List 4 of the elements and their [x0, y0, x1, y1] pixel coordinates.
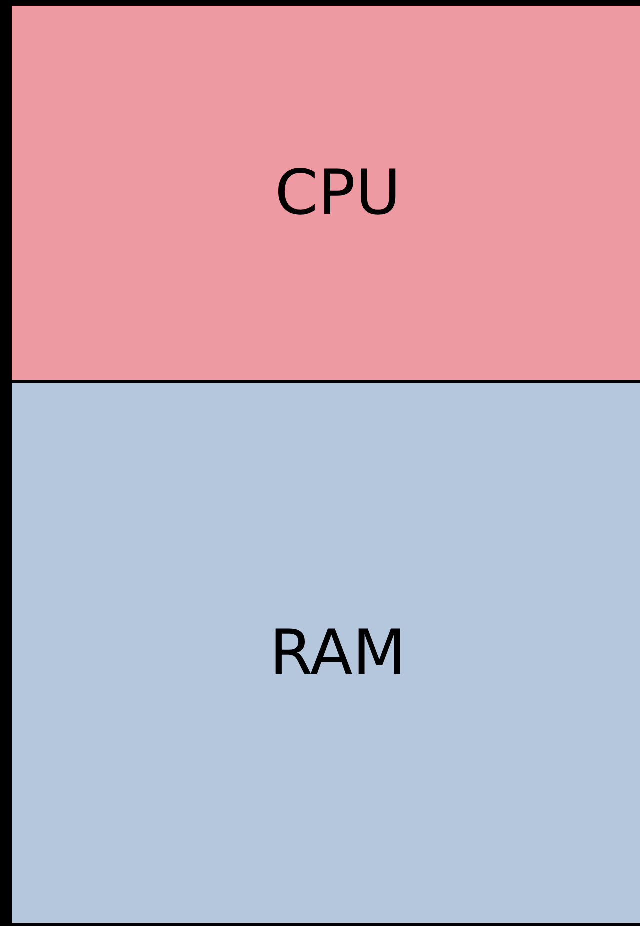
block-label: RAM [268, 622, 406, 684]
memory-block [12, 380, 640, 923]
block-label: CPU [274, 162, 402, 224]
memory-block [12, 6, 640, 380]
